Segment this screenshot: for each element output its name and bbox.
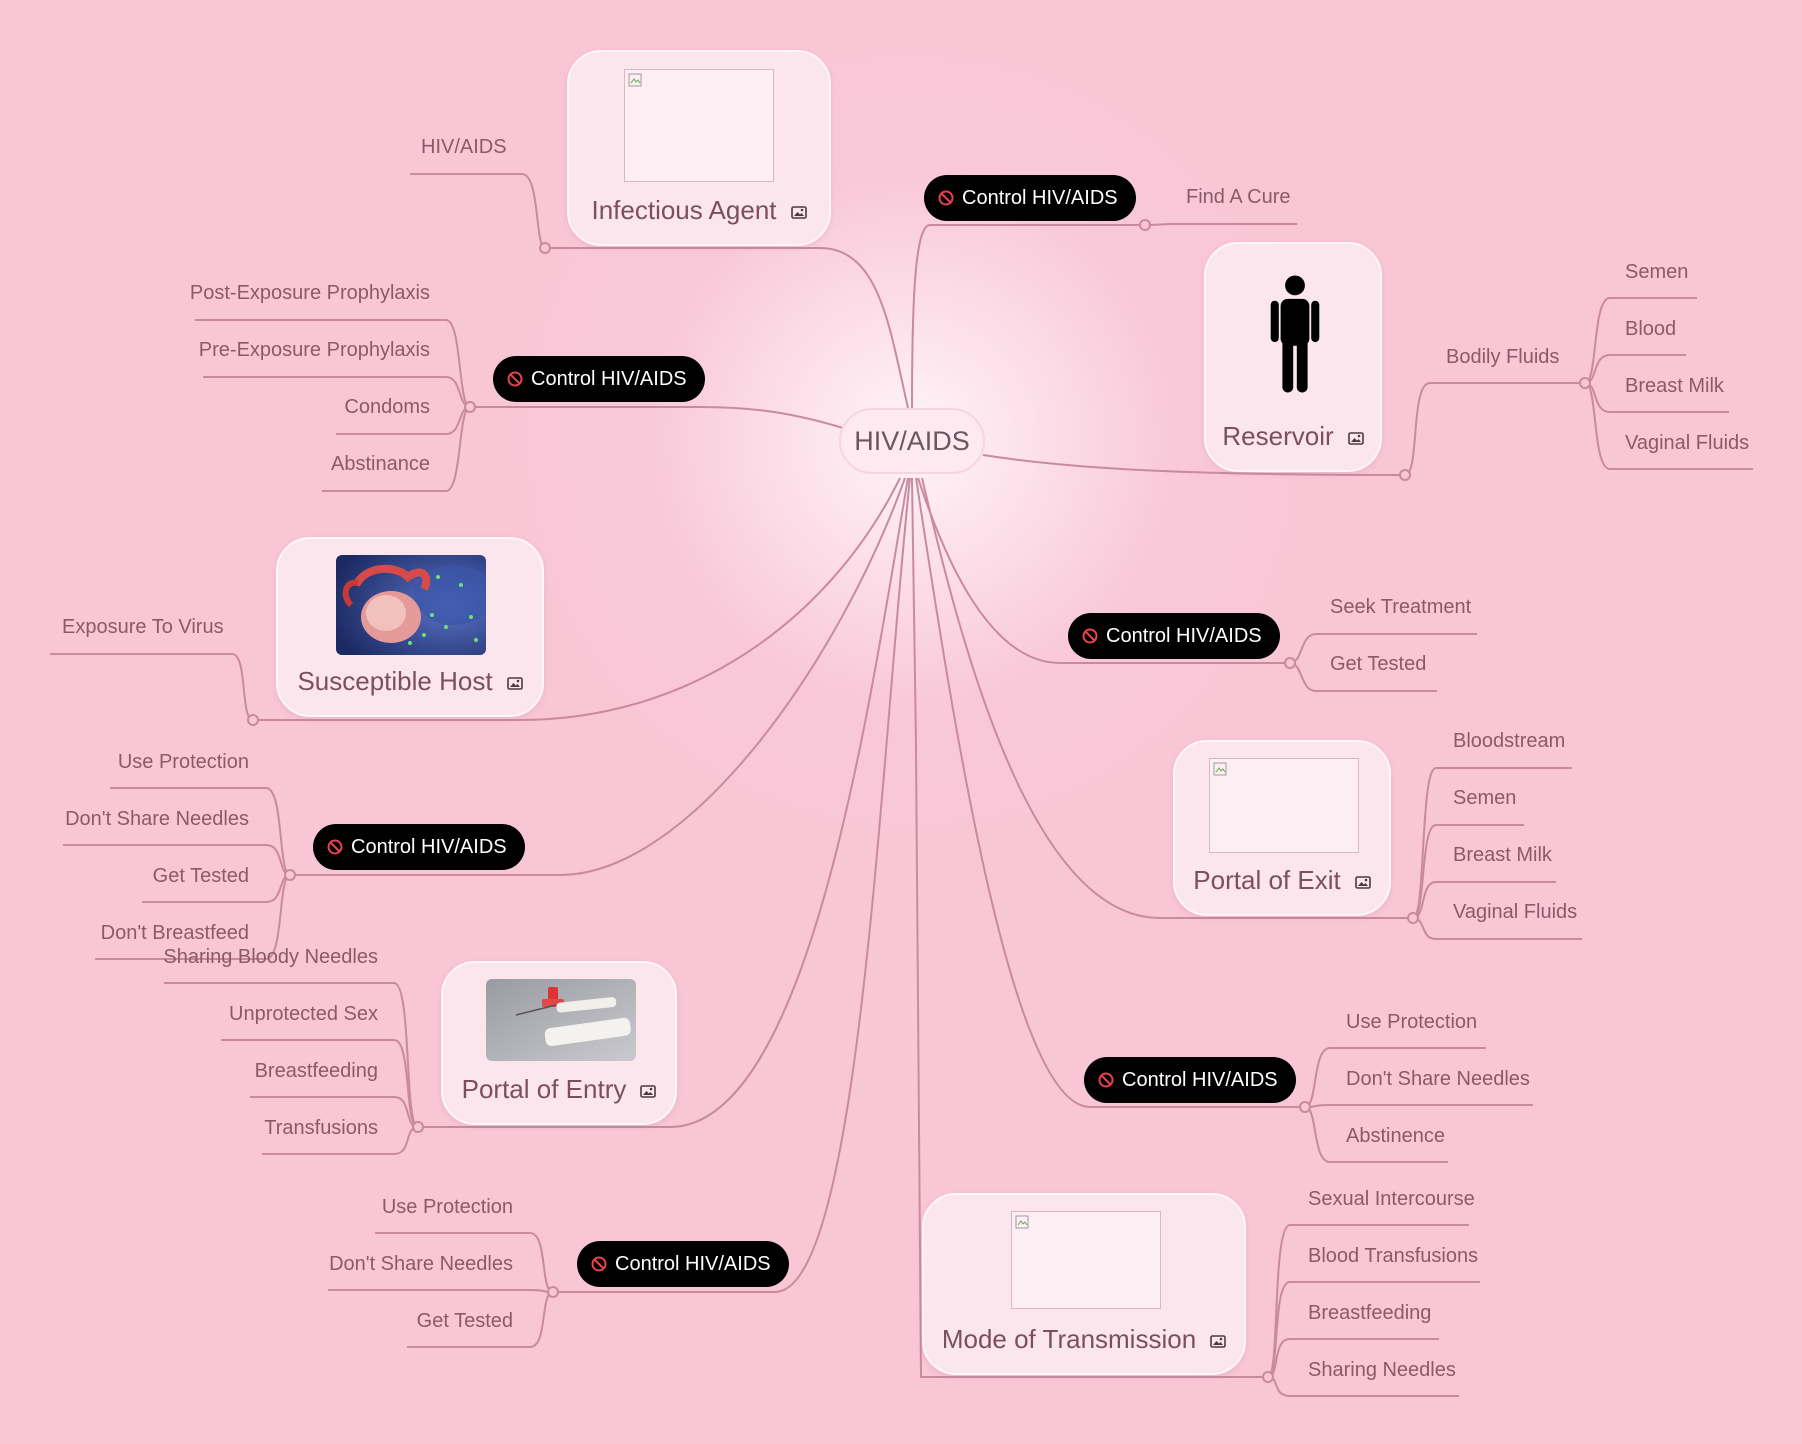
leaf-label[interactable]: Blood Transfusions [1308, 1245, 1479, 1267]
image-icon [1354, 875, 1371, 889]
ban-icon [938, 190, 954, 206]
link-control-5 [915, 477, 1305, 1108]
card-title: Susceptible Host [297, 666, 493, 696]
control-pill[interactable]: Control HIV/AIDS [924, 175, 1136, 221]
ban-icon [591, 1256, 607, 1272]
leaf-label[interactable]: Condoms [344, 396, 430, 418]
leaf-label[interactable]: Use Protection [381, 1196, 513, 1218]
leaf-label[interactable]: Sharing Needles [1308, 1359, 1456, 1381]
broken-image-icon [1015, 1215, 1029, 1229]
leaf-label[interactable]: Transfusions [264, 1117, 378, 1139]
card-portal-of-entry[interactable]: Portal of Entry [441, 961, 677, 1125]
control-label: Control HIV/AIDS [531, 367, 687, 390]
link-control-2 [470, 406, 844, 429]
leaf-label[interactable]: HIV/AIDS [421, 136, 507, 158]
image-icon [640, 1084, 657, 1098]
broken-image [1011, 1211, 1161, 1309]
leaf-label[interactable]: Vaginal Fluids [1625, 432, 1750, 454]
control-pill[interactable]: Control HIV/AIDS [1084, 1057, 1296, 1103]
link-portal-entry [418, 477, 909, 1128]
leaf-label[interactable]: Bloodstream [1453, 730, 1566, 752]
control-label: Control HIV/AIDS [1106, 624, 1262, 647]
leaf-label[interactable]: Blood [1625, 318, 1677, 340]
person-icon [1270, 275, 1320, 393]
leaf-label[interactable]: Don't Share Needles [1346, 1068, 1530, 1090]
hiv-microscope-image [336, 555, 486, 655]
broken-image [624, 69, 774, 182]
leaf-label[interactable]: Don't Breastfeed [100, 922, 249, 944]
broken-image-icon [1213, 762, 1227, 776]
card-mode-of-transmission[interactable]: Mode of Transmission [922, 1193, 1246, 1375]
card-susceptible-host[interactable]: Susceptible Host [276, 537, 544, 717]
card-infectious-agent[interactable]: Infectious Agent [567, 50, 831, 246]
link-reservoir [982, 454, 1406, 476]
card-title: Portal of Exit [1193, 865, 1341, 895]
leaf-label[interactable]: Unprotected Sex [229, 1003, 378, 1025]
control-label: Control HIV/AIDS [962, 186, 1118, 209]
leaf-label[interactable]: Abstinance [331, 453, 430, 475]
leaf-label[interactable]: Breastfeeding [254, 1060, 378, 1082]
control-pill[interactable]: Control HIV/AIDS [313, 824, 525, 870]
leaf-label[interactable]: Get Tested [152, 865, 249, 887]
link-mode-transmission [911, 477, 1268, 1378]
card-portal-of-exit[interactable]: Portal of Exit [1173, 740, 1391, 916]
leaf-label[interactable]: Find A Cure [1186, 186, 1291, 208]
leaf-label[interactable]: Breast Milk [1625, 375, 1724, 397]
central-topic[interactable]: HIV/AIDS [839, 408, 985, 474]
leaf-label[interactable]: Pre-Exposure Prophylaxis [198, 339, 430, 361]
link-susceptible-host [253, 477, 901, 721]
control-label: Control HIV/AIDS [1122, 1068, 1278, 1091]
image-icon [1347, 431, 1364, 445]
control-pill[interactable]: Control HIV/AIDS [1068, 613, 1280, 659]
leaf-label[interactable]: Don't Share Needles [65, 808, 249, 830]
card-title: Portal of Entry [461, 1074, 627, 1104]
needle-image [486, 979, 636, 1061]
card-title: Reservoir [1222, 421, 1334, 451]
leaf-label[interactable]: Get Tested [416, 1310, 513, 1332]
link-control-4 [290, 477, 906, 876]
leaf-label[interactable]: Exposure To Virus [62, 616, 224, 638]
link-portal-exit [921, 477, 1413, 919]
image-icon [506, 676, 523, 690]
leaf-label[interactable]: Get Tested [1330, 653, 1427, 675]
card-title: Mode of Transmission [941, 1324, 1197, 1354]
image-icon [1210, 1334, 1226, 1348]
leaf-label[interactable]: Semen [1625, 261, 1689, 283]
ban-icon [1082, 628, 1098, 644]
card-reservoir[interactable]: Reservoir [1204, 242, 1382, 472]
link-infectious-agent [545, 247, 909, 409]
leaf-label[interactable]: Use Protection [1346, 1011, 1478, 1033]
broken-image [1209, 758, 1359, 853]
control-pill[interactable]: Control HIV/AIDS [493, 356, 705, 402]
card-title: Infectious Agent [591, 195, 777, 225]
leaf-label[interactable]: Semen [1453, 787, 1517, 809]
control-label: Control HIV/AIDS [615, 1252, 771, 1275]
leaf-label[interactable]: Sharing Bloody Needles [163, 946, 378, 968]
leaf-label[interactable]: Post-Exposure Prophylaxis [189, 282, 430, 304]
leaf-label[interactable]: Use Protection [117, 751, 249, 773]
image-icon [790, 205, 807, 219]
leaf-label[interactable]: Don't Share Needles [329, 1253, 513, 1275]
leaf-label[interactable]: Seek Treatment [1330, 596, 1472, 618]
group-label[interactable]: Bodily Fluids [1446, 346, 1560, 368]
ban-icon [507, 371, 523, 387]
link-control-1 [911, 224, 1145, 409]
ban-icon [327, 839, 343, 855]
broken-image-icon [628, 73, 642, 87]
leaf-label[interactable]: Abstinence [1346, 1125, 1445, 1147]
link-control-6 [553, 477, 911, 1293]
leaf-label[interactable]: Breastfeeding [1308, 1302, 1432, 1324]
control-pill[interactable]: Control HIV/AIDS [577, 1241, 789, 1287]
ban-icon [1098, 1072, 1114, 1088]
leaf-label[interactable]: Breast Milk [1453, 844, 1552, 866]
leaf-label[interactable]: Vaginal Fluids [1453, 901, 1578, 923]
leaf-label[interactable]: Sexual Intercourse [1308, 1188, 1475, 1210]
control-label: Control HIV/AIDS [351, 835, 507, 858]
